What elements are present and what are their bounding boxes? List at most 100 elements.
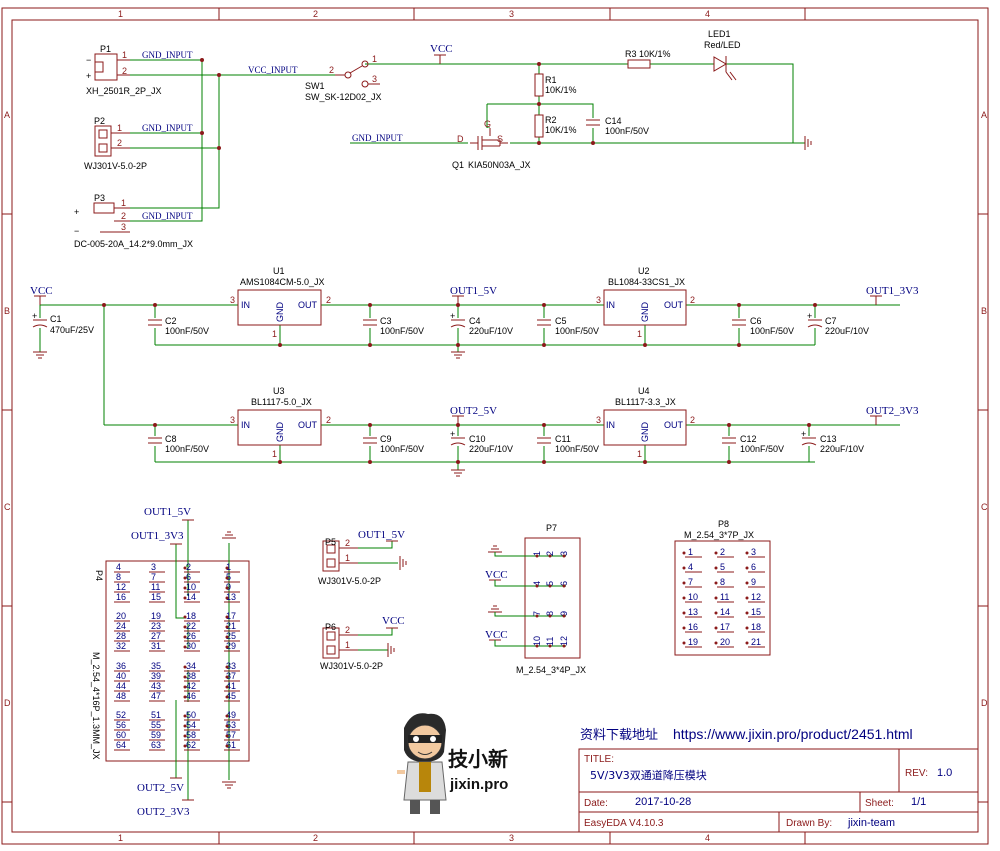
p4-pin-5: 5 [226, 572, 231, 582]
p8-pin-16: 16 [688, 622, 698, 632]
p8-pin-dot-7 [682, 581, 686, 585]
sheet-value: 1/1 [911, 796, 926, 808]
p4-pin-33: 33 [226, 661, 236, 671]
p8-pin-9: 9 [751, 577, 756, 587]
u2-value: BL1084-33CS1_JX [608, 277, 685, 287]
download-url[interactable]: https://www.jixin.pro/product/2451.html [673, 726, 913, 742]
c2-value: 100nF/50V [165, 326, 209, 336]
p7-pin-8: 8 [545, 611, 555, 616]
p5-value: WJ301V-5.0-2P [318, 576, 381, 586]
sw1-pin3: 3 [372, 74, 377, 84]
p8-pin-dot-9 [745, 581, 749, 585]
p3-connector: + − 1 2 3 P3 DC-005-20A_14.2*9.0mm_JX GN… [74, 193, 193, 249]
u4-gnd: GND [640, 422, 650, 443]
out1-5v-label: OUT1_5V [450, 285, 497, 297]
c12-capacitor: C12 100nF/50V [721, 434, 784, 454]
c7-value: 220uF/10V [825, 326, 869, 336]
p8-pin-18: 18 [751, 622, 761, 632]
date-label: Date: [584, 798, 608, 809]
p5-connector: 2 1 P5 WJ301V-5.0-2P OUT1_5V [318, 529, 407, 586]
svg-text:+: + [86, 71, 91, 81]
svg-text:2: 2 [326, 415, 331, 425]
p8-pin-dot-14 [714, 611, 718, 615]
p4-pin-dot-26 [183, 635, 187, 639]
out1-5v-flag: OUT1_5V [450, 285, 497, 305]
p4-pin-26: 26 [186, 631, 196, 641]
p4-ref: P4 [94, 570, 104, 581]
led1-diode: LED1 Red/LED [704, 29, 741, 81]
col-label-1-bottom: 1 [118, 833, 123, 843]
c1-value: 470uF/25V [50, 325, 94, 335]
p4-pin-3: 3 [151, 562, 156, 572]
p7-pin-3: 3 [559, 551, 569, 556]
svg-text:2: 2 [326, 295, 331, 305]
p8-pin-dot-19 [682, 641, 686, 645]
row-label-d-right: D [981, 698, 988, 708]
p4-pin-57: 57 [226, 730, 236, 740]
c7-capacitor: + C7 220uF/10V [807, 311, 869, 336]
c8-ref: C8 [165, 434, 177, 444]
p4-pin-dot-37 [225, 675, 229, 679]
u3-ref: U3 [273, 386, 285, 396]
out2-5v-label: OUT2_5V [450, 405, 497, 417]
u2-gnd: GND [640, 302, 650, 323]
svg-text:+: + [450, 311, 455, 321]
u2-ref: U2 [638, 266, 650, 276]
q1-value: KIA50N03A_JX [468, 160, 531, 170]
p4-pin-dot-13 [225, 596, 229, 600]
r1-value: 10K/1% [545, 85, 577, 95]
p7-pin-dot-7 [535, 614, 539, 618]
p4-pin-dot-41 [225, 685, 229, 689]
svg-text:2: 2 [690, 415, 695, 425]
p8-pin-11: 11 [720, 592, 729, 602]
c2-capacitor: C2 100nF/50V [147, 316, 209, 336]
p4-pin-56: 56 [116, 720, 126, 730]
p7-pin-10: 10 [532, 636, 542, 646]
tool-label: EasyEDA V4.10.3 [584, 818, 664, 829]
download-label: 资料下载地址 [580, 728, 658, 743]
p7-pin-9: 9 [559, 611, 569, 616]
drawn-label: Drawn By: [786, 818, 832, 829]
p4-pin-dot-46 [183, 695, 187, 699]
p4-pin-42: 42 [186, 681, 196, 691]
p3-pin1: 1 [121, 198, 126, 208]
p4-pin-11: 11 [151, 582, 160, 592]
p4-pin-dot-42 [183, 685, 187, 689]
p8-pin-dot-1 [682, 551, 686, 555]
p4-pin-60: 60 [116, 730, 126, 740]
p4-pin-61: 61 [226, 740, 236, 750]
c6-value: 100nF/50V [750, 326, 794, 336]
regulator-row-2: OUT2_5V OUT2_3V3 U3 BL1117-5.0_JX IN OUT… [104, 386, 919, 477]
c5-value: 100nF/50V [555, 326, 599, 336]
p7-pin-dot-12 [562, 644, 566, 648]
p4-out2-5v: OUT2_5V [137, 782, 184, 794]
sw1-switch: 1 2 3 SW1 SW_SK-12D02_JX [305, 54, 382, 102]
p1-pin1: 1 [122, 50, 127, 60]
p7-pin-2: 2 [545, 551, 555, 556]
p8-pin-14: 14 [720, 607, 730, 617]
p4-pin-40: 40 [116, 671, 126, 681]
p5-pin1: 1 [345, 553, 350, 563]
svg-text:1: 1 [637, 449, 642, 459]
vcc-label-top: VCC [430, 43, 453, 55]
jixin-logo: 技小新 jixin.pro [397, 713, 508, 814]
c14-capacitor: C14 100nF/50V [585, 116, 649, 136]
row-label-a-right: A [981, 110, 987, 120]
p8-pin-20: 20 [720, 637, 730, 647]
p4-pin-22: 22 [186, 621, 196, 631]
c13-value: 220uF/10V [820, 444, 864, 454]
p1-connector: −+ 1 2 P1 XH_2501R_2P_JX GND_INPUT VCC_I… [86, 44, 298, 96]
rev-label: REV: [905, 768, 928, 779]
p4-pin-54: 54 [186, 720, 196, 730]
p3-pin3: 3 [121, 222, 126, 232]
p4-pin-dot-30 [183, 645, 187, 649]
p8-ref: P8 [718, 519, 729, 529]
p4-pin-24: 24 [116, 621, 126, 631]
u2-out: OUT [664, 300, 684, 310]
out2-5v-flag: OUT2_5V [450, 405, 497, 425]
col-label-4: 4 [705, 9, 710, 19]
p4-pin-47: 47 [151, 691, 161, 701]
